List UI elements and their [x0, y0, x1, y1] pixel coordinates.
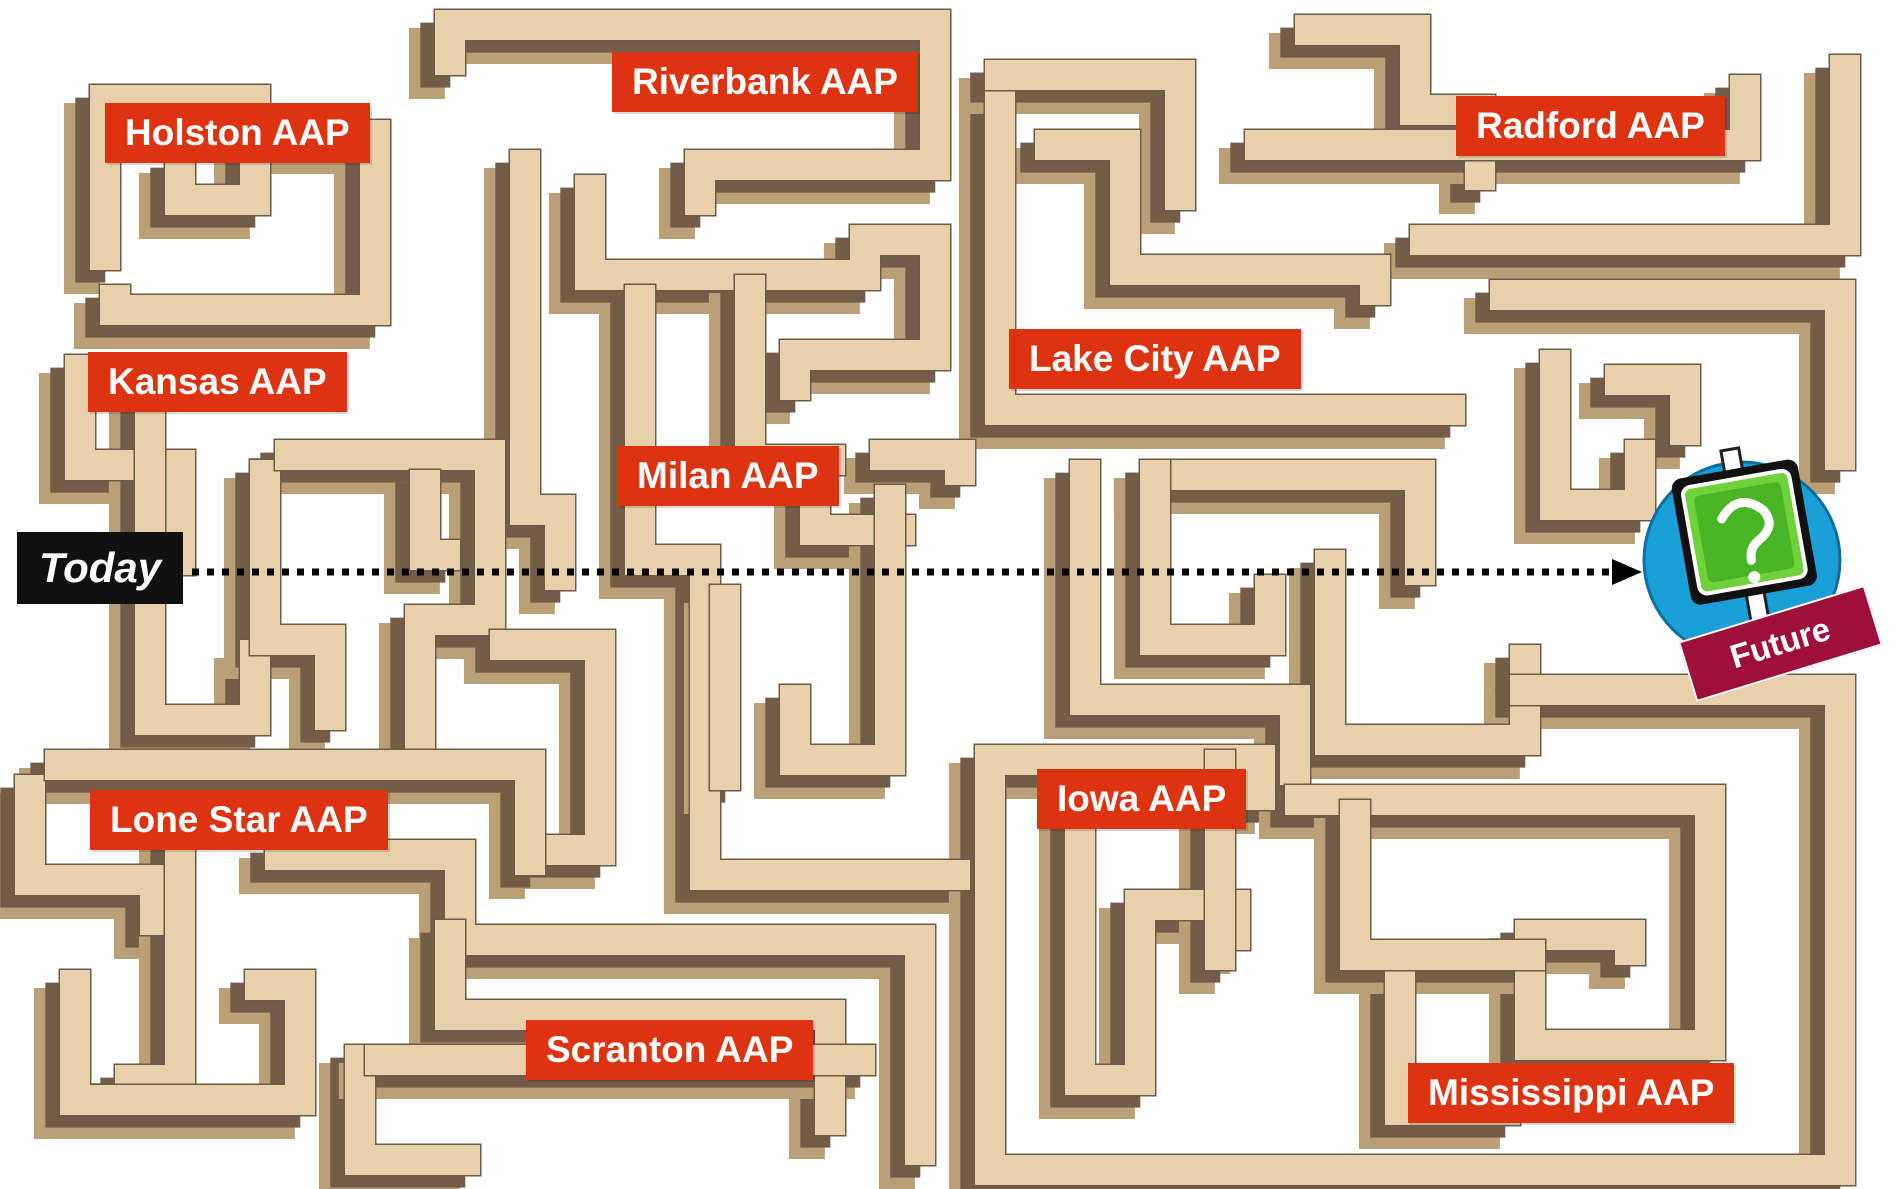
- maze-wall-top: [250, 460, 345, 730]
- maze-wall-group: [0, 8, 1862, 1189]
- maze-wall-top: [435, 10, 950, 215]
- maze-wall-side: [1125, 472, 1421, 598]
- maze-wall-top: [490, 630, 615, 865]
- maze-wall-top: [510, 150, 575, 590]
- plant-label-milan: Milan AAP: [617, 446, 839, 506]
- maze-wall-top: [1140, 460, 1435, 585]
- maze-wall-top: [1070, 460, 1310, 785]
- maze-wall-top: [1410, 55, 1860, 255]
- maze-wall-top: [985, 60, 1465, 425]
- maze-wall-top: [575, 175, 950, 400]
- maze-wall-top: [115, 815, 195, 1095]
- maze-wall-top: [1540, 350, 1655, 520]
- plant-label-radford: Radford AAP: [1456, 96, 1725, 156]
- path-arrow-head: [1612, 559, 1642, 585]
- maze-wall-top: [985, 60, 1195, 210]
- maze-wall-top: [1490, 280, 1855, 470]
- maze-wall-top: [1140, 460, 1285, 655]
- maze-wall-top: [1035, 130, 1390, 305]
- plant-label-scranton: Scranton AAP: [526, 1020, 814, 1080]
- maze-wall-top: [870, 440, 975, 485]
- maze-wall-top: [60, 970, 315, 1115]
- maze-wall-top: [345, 1045, 480, 1175]
- plant-label-holston: Holston AAP: [105, 103, 370, 163]
- plant-label-mississippi: Mississippi AAP: [1408, 1063, 1735, 1123]
- plant-label-lone-star: Lone Star AAP: [90, 790, 388, 850]
- maze-wall-top: [1245, 75, 1760, 160]
- plant-label-iowa: Iowa AAP: [1037, 769, 1247, 829]
- maze-wall-top: [975, 675, 1855, 1185]
- future-badge: [1642, 446, 1842, 680]
- question-sign-icon: [1671, 446, 1817, 680]
- plant-label-kansas: Kansas AAP: [88, 352, 347, 412]
- maze-wall-top: [65, 355, 195, 575]
- today-label: Today: [17, 532, 184, 604]
- maze-wall-top: [275, 440, 505, 755]
- maze-wall-top: [15, 775, 170, 935]
- maze-wall-top: [1605, 365, 1700, 445]
- plant-label-lake-city: Lake City AAP: [1009, 329, 1301, 389]
- maze-wall-top: [1340, 800, 1545, 970]
- plant-label-riverbank: Riverbank AAP: [612, 52, 918, 112]
- maze-wall-top: [45, 750, 545, 875]
- maze-wall-top: [780, 485, 905, 775]
- maze-wall-top: [410, 470, 460, 570]
- maze-wall-top: [1285, 785, 1725, 1060]
